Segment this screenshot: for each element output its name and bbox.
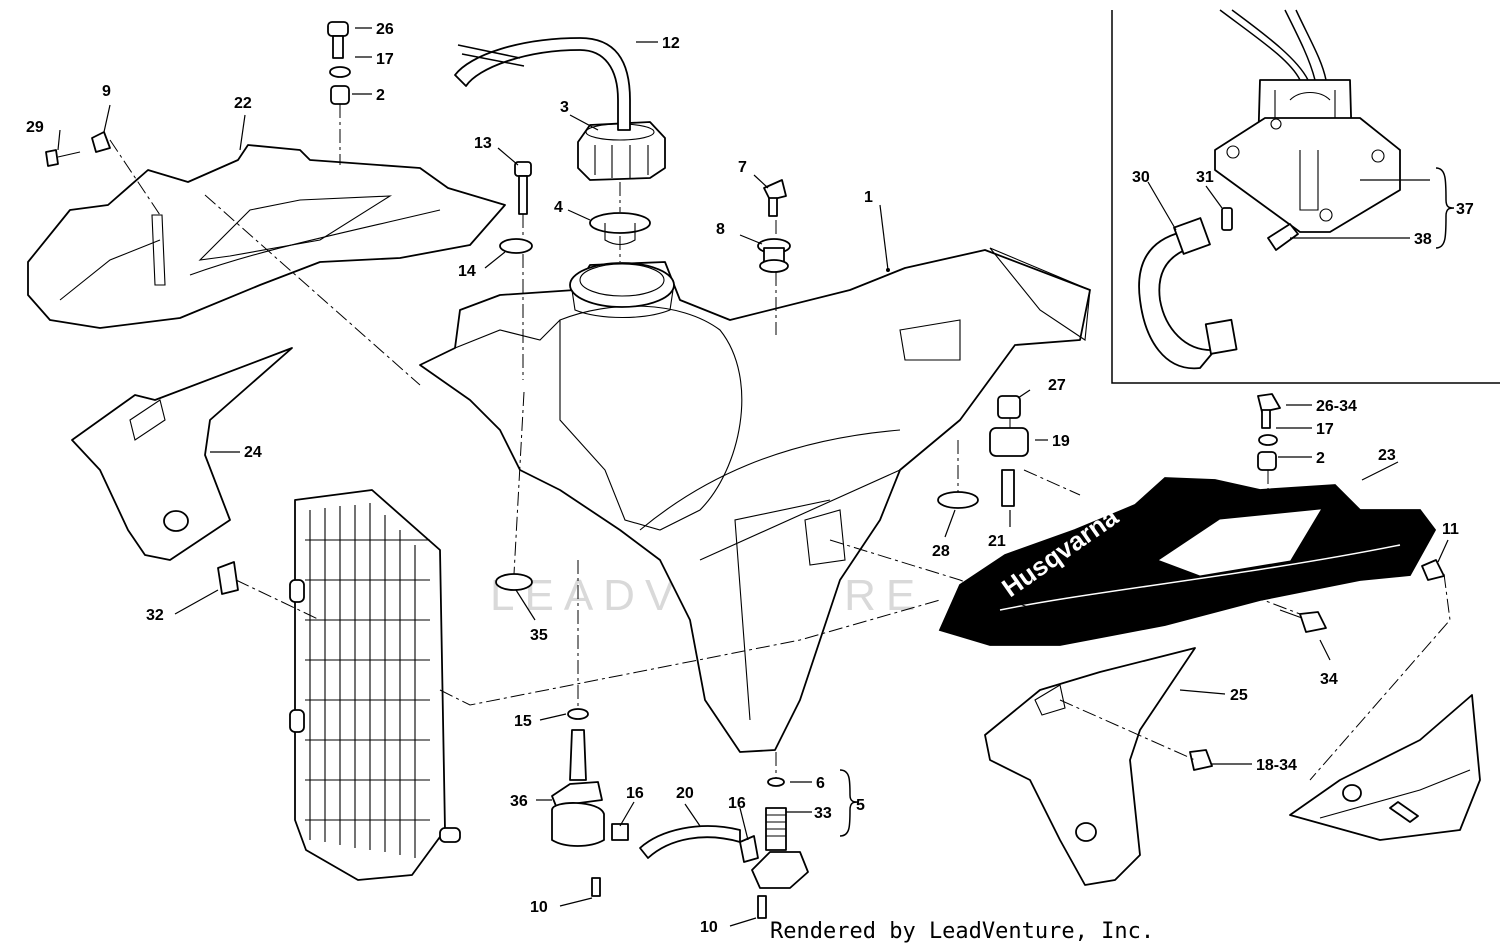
callout-29: 29: [26, 119, 44, 136]
callout-13: 13: [474, 135, 492, 152]
callout-15: 15: [514, 713, 532, 730]
callout-20: 20: [676, 785, 694, 802]
callout-30: 30: [1132, 169, 1150, 186]
callout-2: 2: [376, 87, 385, 104]
callout-4: 4: [554, 199, 563, 216]
callout-38: 38: [1414, 231, 1432, 248]
callout-3: 3: [560, 99, 569, 116]
callout-21: 21: [988, 533, 1006, 550]
small-parts: [45, 21, 1445, 919]
right-side-panel-25: [984, 647, 1196, 886]
callout-23: 23: [1378, 447, 1396, 464]
radiator: [289, 489, 461, 881]
callout-17: 17: [376, 51, 394, 68]
callout-27: 27: [1048, 377, 1066, 394]
fuel-tank-1: [419, 247, 1091, 753]
callout-9: 9: [102, 83, 111, 100]
callout-6: 6: [816, 775, 825, 792]
guide-lines: [109, 104, 1451, 781]
callout-10: 10: [530, 899, 548, 916]
callout-35: 35: [530, 627, 548, 644]
callout-1: 1: [864, 189, 873, 206]
callout-16: 16: [626, 785, 644, 802]
callout-22: 22: [234, 95, 252, 112]
callout-16-right: 16: [728, 795, 746, 812]
callout-26: 26: [376, 21, 394, 38]
left-side-panel-24: [71, 347, 293, 561]
callout-8: 8: [716, 221, 725, 238]
callout-32: 32: [146, 607, 164, 624]
callout-11: 11: [1442, 521, 1459, 538]
callout-33: 33: [814, 805, 832, 822]
callout-12: 12: [662, 35, 680, 52]
callout-2-right: 2: [1316, 450, 1325, 467]
callout-26-34: 26-34: [1316, 398, 1357, 415]
callout-37: 37: [1456, 201, 1474, 218]
callout-28: 28: [932, 543, 950, 560]
callout-14: 14: [458, 263, 476, 280]
callout-labels: 1 2 2 3 4 5 6 7 8 9 10 10 11 12 13 14 15…: [26, 21, 1474, 936]
inset-fuel-pump-box: [1111, 9, 1500, 384]
right-shroud-23: Husqvarna: [938, 477, 1437, 646]
callout-36: 36: [510, 793, 528, 810]
partial-panel-bottom-right: [1289, 694, 1481, 841]
callout-5: 5: [856, 797, 865, 814]
callout-24: 24: [244, 444, 262, 461]
left-shroud-22: [27, 144, 506, 329]
leader-lines: [57, 27, 1449, 927]
callout-18-34: 18-34: [1256, 757, 1297, 774]
callout-10-lower: 10: [700, 919, 718, 936]
credit-line: Rendered by LeadVenture, Inc.: [770, 919, 1154, 944]
callout-31: 31: [1196, 169, 1214, 186]
callout-34: 34: [1320, 671, 1338, 688]
callout-19: 19: [1052, 433, 1070, 450]
callout-17-right: 17: [1316, 421, 1334, 438]
callout-7: 7: [738, 159, 747, 176]
callout-25: 25: [1230, 687, 1248, 704]
